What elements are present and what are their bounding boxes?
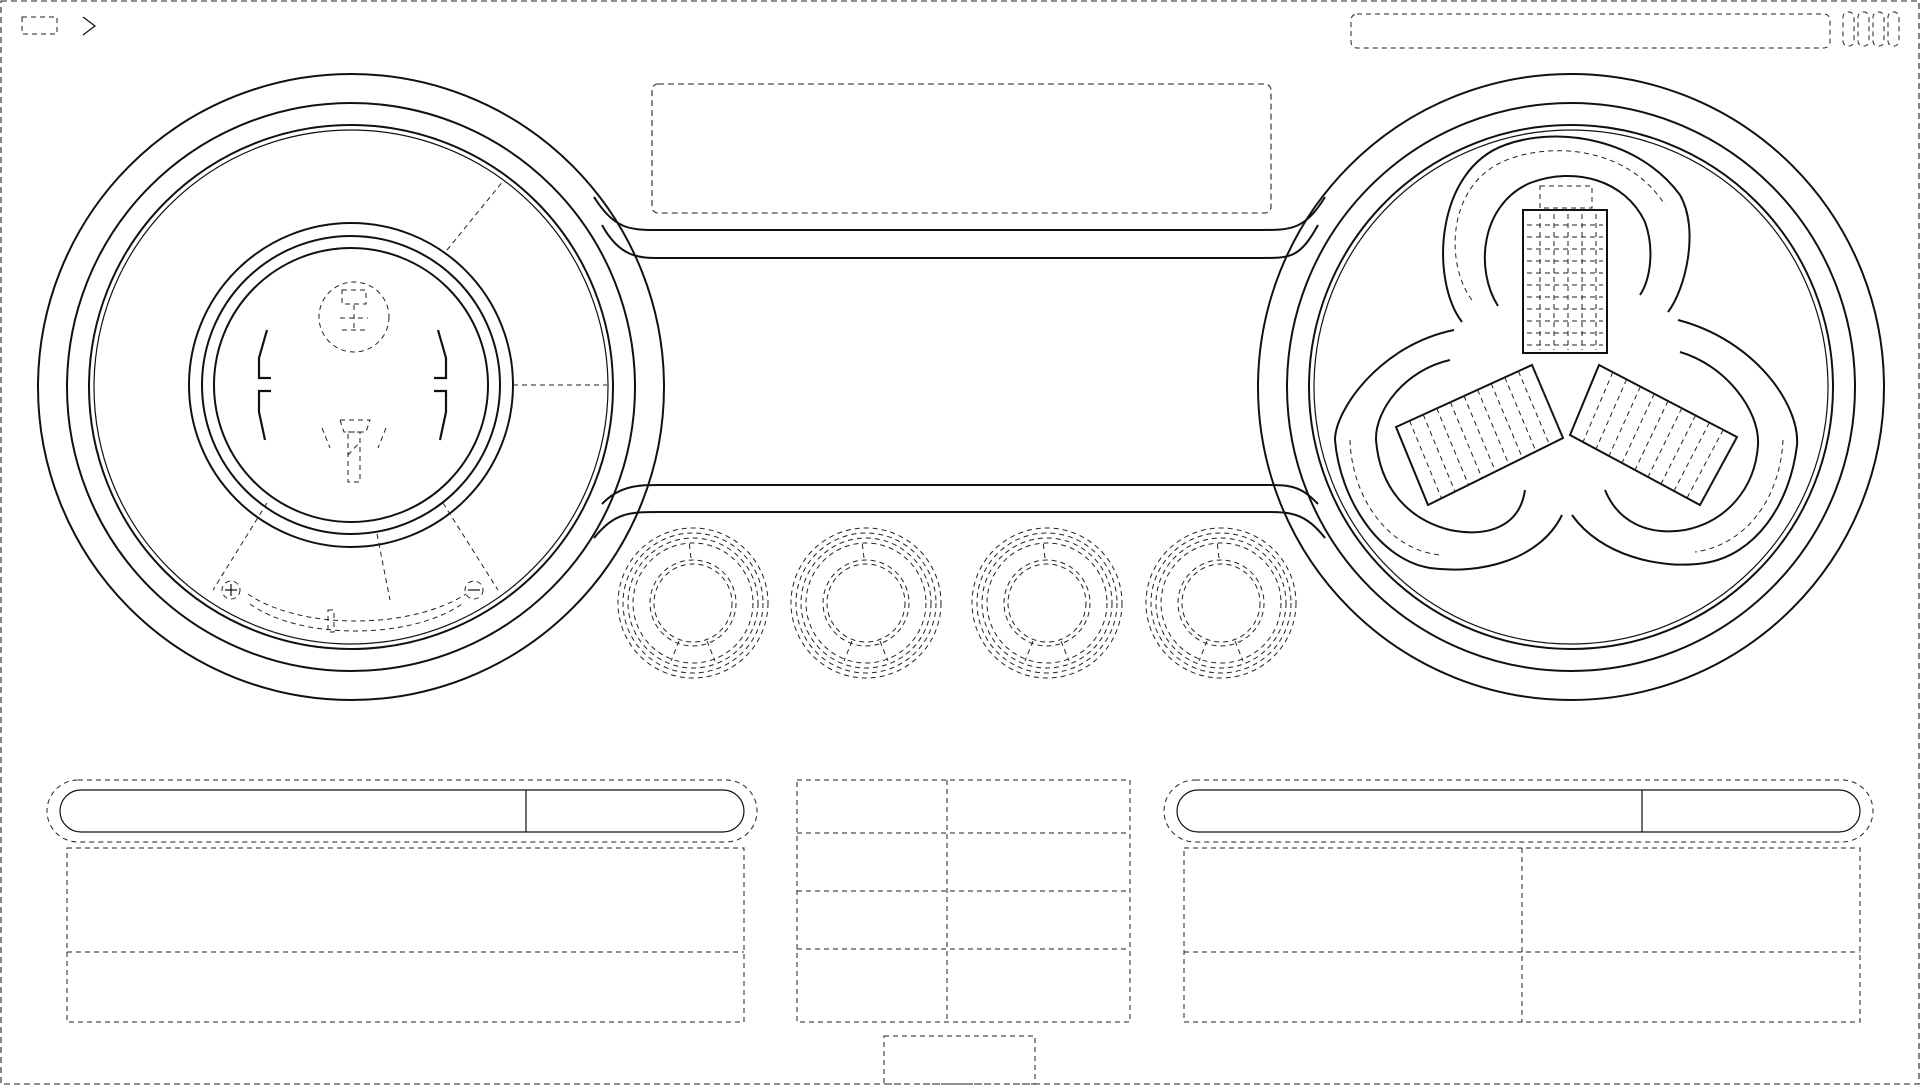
- segmented-control[interactable]: [1163, 779, 1874, 843]
- fan-blade-top-icon[interactable]: [1442, 135, 1691, 354]
- grid-line: [1634, 400, 1669, 471]
- knob-2[interactable]: [790, 527, 942, 679]
- battery-cell-icon: [1842, 11, 1855, 47]
- info-table: [66, 847, 745, 1023]
- grid-line: [1449, 402, 1483, 479]
- grid-line: [1582, 372, 1614, 443]
- chevron-right-icon[interactable]: [82, 16, 96, 36]
- fan-blade-right-icon[interactable]: [1568, 319, 1799, 566]
- grid-line: [1531, 364, 1564, 439]
- knob-4[interactable]: [1145, 527, 1297, 679]
- battery-cell-icon: [1872, 11, 1885, 47]
- left-gauge[interactable]: [37, 73, 665, 701]
- segmented-track[interactable]: [59, 789, 745, 833]
- right-bracket-icon: [434, 329, 448, 380]
- grid-line: [1660, 415, 1697, 485]
- grid-line: [1686, 429, 1724, 499]
- grid-line: [1504, 377, 1537, 452]
- person-bottom-icon[interactable]: [321, 419, 387, 483]
- scale-arc: [247, 593, 467, 622]
- grid-line: [1490, 383, 1523, 459]
- grid-line: [1608, 386, 1641, 457]
- grid-line: [1673, 422, 1710, 492]
- grid-line: [1463, 395, 1496, 472]
- battery-indicator: [1842, 11, 1900, 47]
- scale-marker[interactable]: [327, 609, 335, 633]
- grid-line: [1477, 389, 1510, 465]
- fan-grid: [1409, 214, 1738, 506]
- minus-icon[interactable]: [464, 580, 484, 600]
- battery-cell-icon: [1887, 11, 1900, 47]
- segmented-control[interactable]: [46, 779, 758, 843]
- search-input[interactable]: [1350, 13, 1831, 49]
- knob-3[interactable]: [971, 527, 1123, 679]
- grid-line: [1409, 420, 1442, 499]
- left-bracket-icon: [257, 329, 271, 380]
- knob-1[interactable]: [617, 527, 769, 679]
- knob-row: [617, 527, 1297, 679]
- right-gauge[interactable]: [1257, 73, 1885, 701]
- plus-icon[interactable]: [221, 580, 241, 600]
- window-icon[interactable]: [21, 16, 58, 35]
- topbar: [21, 11, 1900, 49]
- person-top-icon[interactable]: [318, 281, 390, 353]
- grid-line: [1422, 414, 1456, 492]
- grid-line: [1517, 371, 1550, 445]
- segmented-track[interactable]: [1176, 789, 1861, 833]
- grid-line: [1647, 407, 1683, 478]
- grid-line: [1595, 379, 1628, 450]
- grid-line: [1436, 408, 1469, 486]
- header-display: [651, 83, 1272, 214]
- battery-cell-icon: [1857, 11, 1870, 47]
- grid-line: [1621, 393, 1655, 464]
- footer-button[interactable]: [883, 1035, 1036, 1085]
- bottom-right-panel: [1163, 779, 1874, 1023]
- bottom-left-panel: [46, 779, 758, 1023]
- fan-blade-left-icon[interactable]: [1333, 329, 1565, 571]
- dial-bridge: [593, 196, 1326, 539]
- bottom-center-grid: [796, 779, 1131, 1023]
- grid-line: [1699, 436, 1738, 506]
